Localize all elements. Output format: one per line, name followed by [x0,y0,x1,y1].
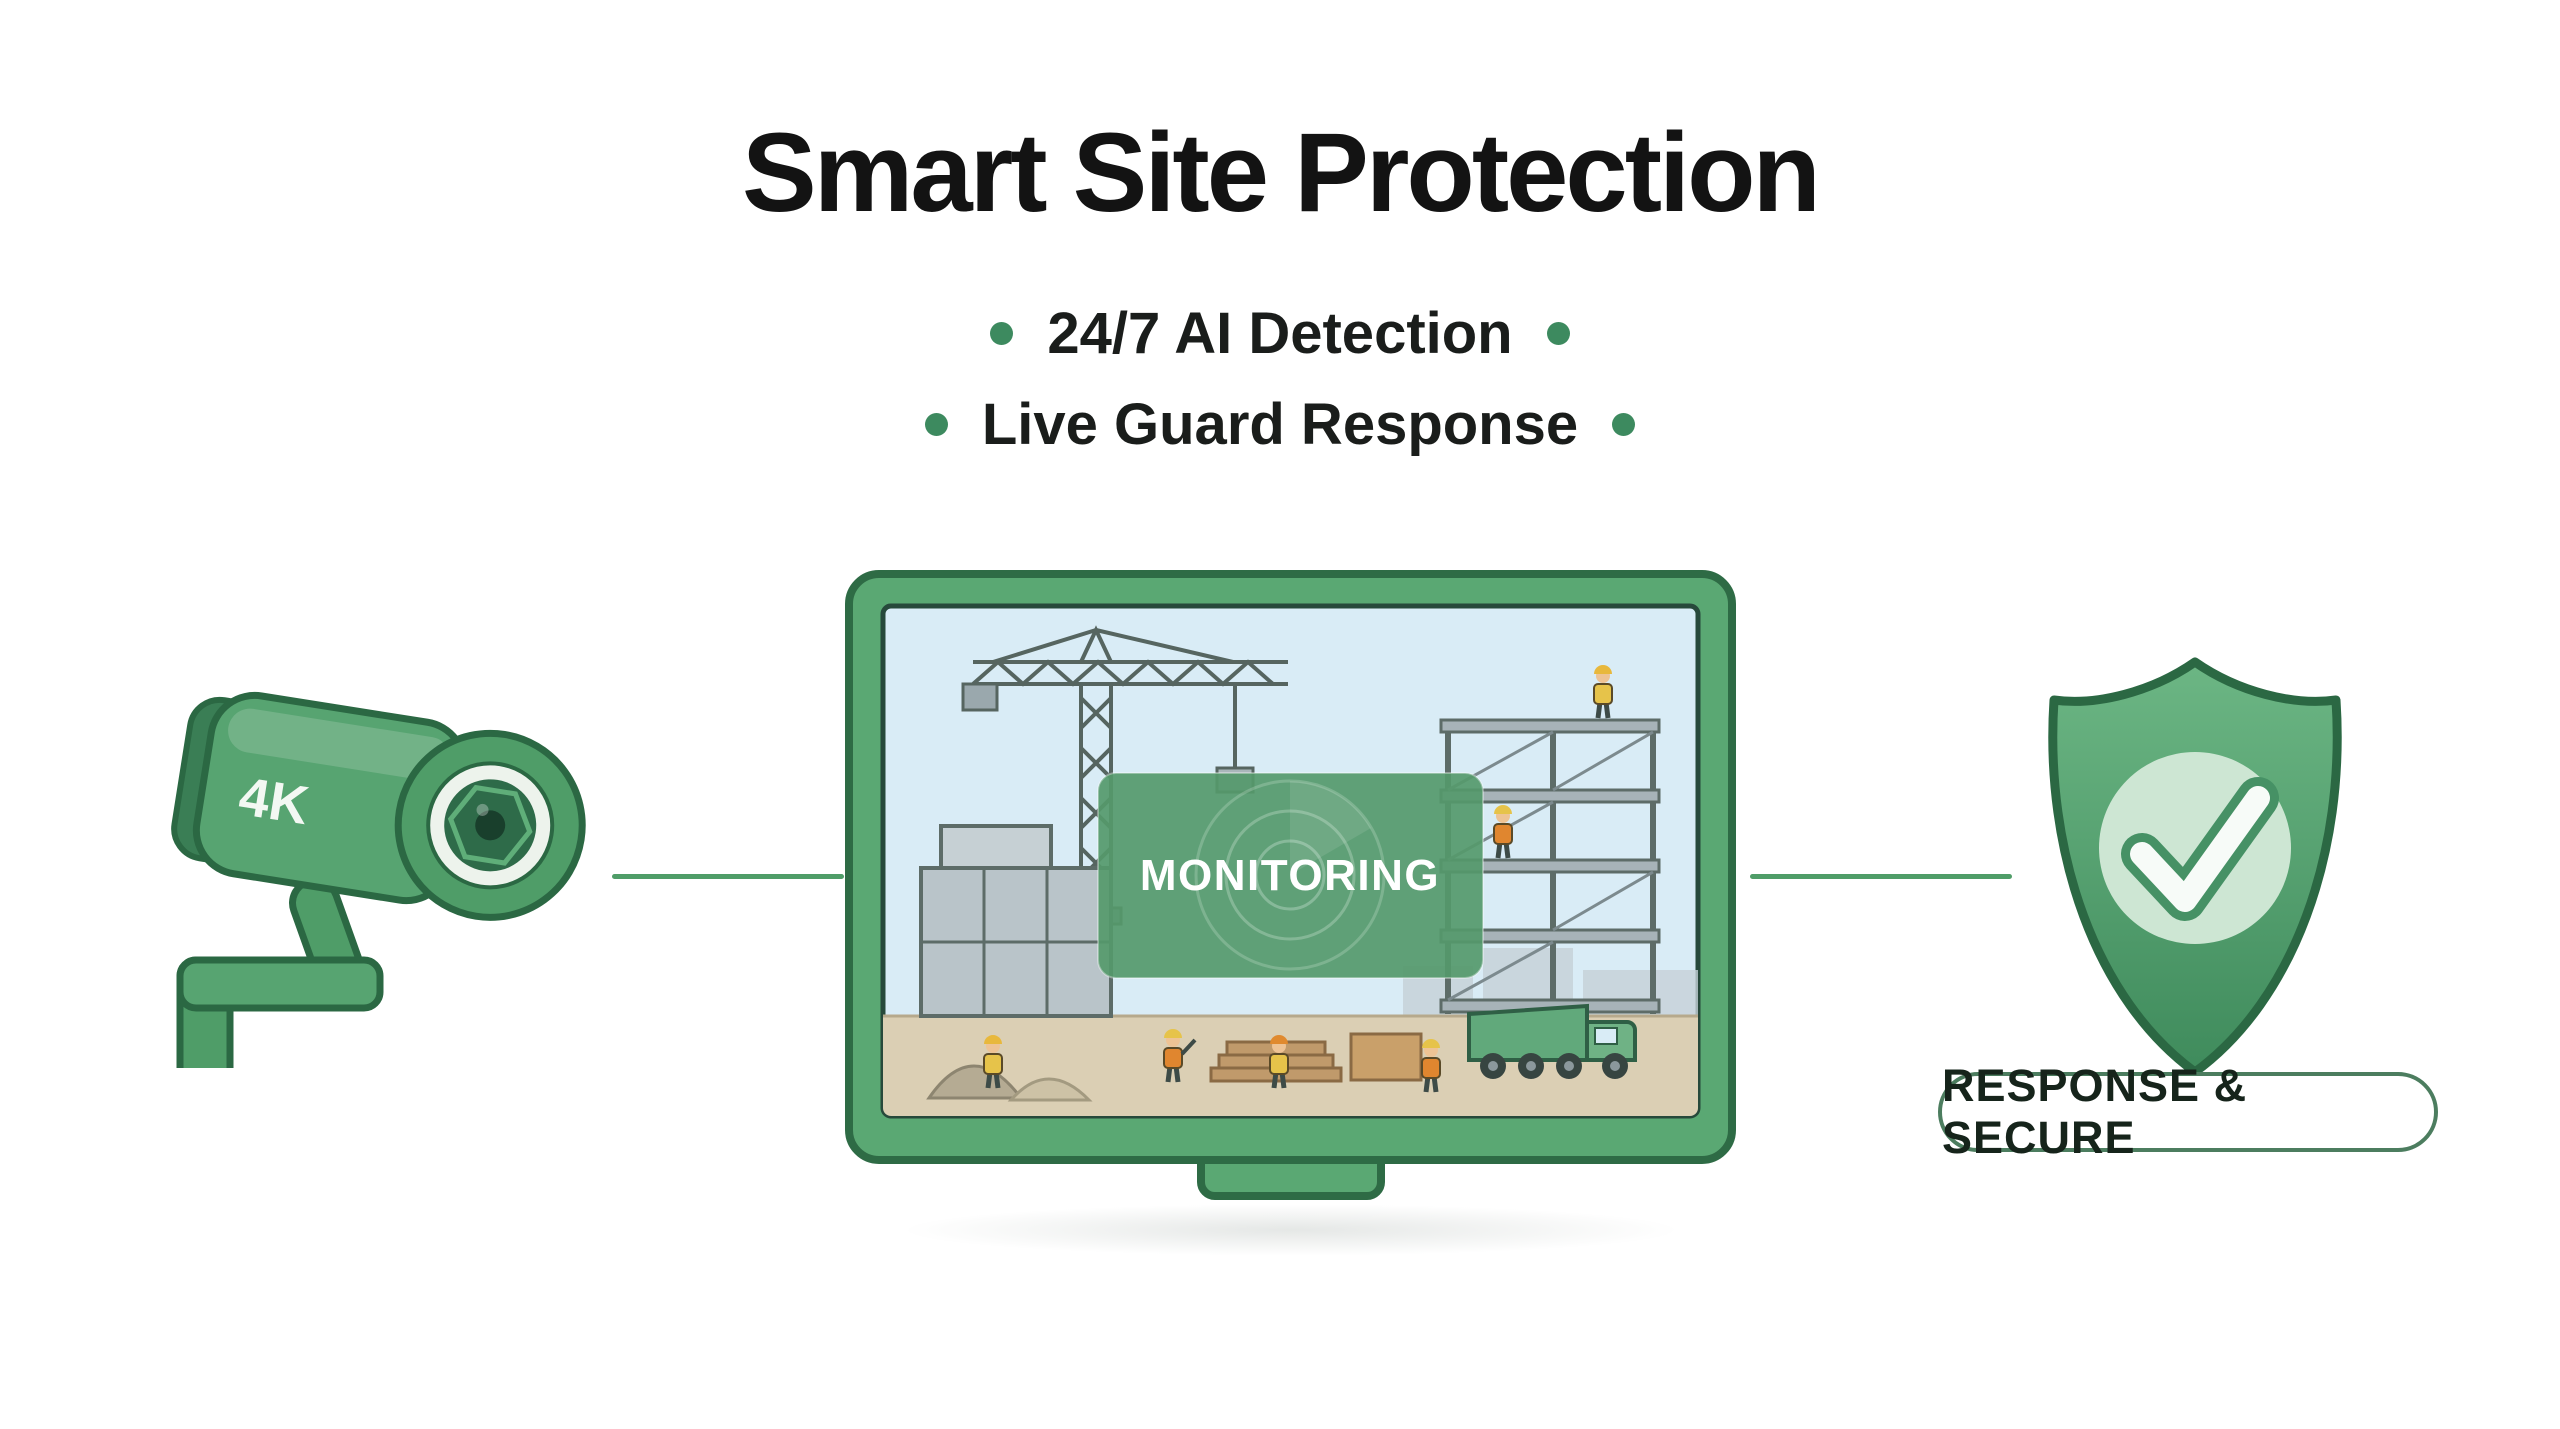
worker [1269,1035,1289,1089]
worker [1163,1029,1197,1083]
worker [983,1035,1003,1089]
monitoring-overlay: MONITORING [1097,772,1484,979]
monitor-shadow [898,1204,1684,1256]
shield-icon [2048,657,2342,1077]
page-title: Smart Site Protection [742,110,1821,235]
connector-line-left [612,874,844,879]
radar-icon [1194,779,1386,971]
check-icon [2121,777,2279,921]
camera-4k-label: 4K [235,766,313,836]
worker [1493,805,1513,859]
worker [1421,1039,1441,1093]
response-badge-label: RESPONSE & SECURE [1942,1060,2248,1163]
cctv-camera-icon: 4K [171,691,586,1068]
camera-mount [176,877,384,1068]
feature-label: Live Guard Response [981,392,1579,457]
camera-lens-icon [394,729,586,921]
truck-icon [1467,1003,1637,1079]
bullet-dot-left [924,413,948,436]
monitoring-label: MONITORING [1140,851,1440,900]
plank-stack [1209,1032,1423,1083]
feature-list: 24/7 AI Detection Live Guard Response [0,300,2560,458]
feature-label: 24/7 AI Detection [1047,301,1513,366]
response-badge: RESPONSE & SECURE [1938,1060,2438,1163]
feature-guard-response: Live Guard Response [924,391,1636,458]
bullet-dot-right [1612,413,1636,436]
feature-ai-detection: 24/7 AI Detection [990,300,1570,367]
monitor-illustration: MONITORING [845,570,1736,1200]
connector-line-right [1750,874,2012,879]
camera-body: 4K [171,691,586,921]
dirt-piles [926,1064,1093,1102]
worker [1593,665,1613,719]
bullet-dot-right [1546,322,1570,345]
scaffold-building [1439,718,1661,1014]
bullet-dot-left [990,322,1014,345]
worker-figures [983,665,1613,1093]
construction-scene: MONITORING [883,625,1698,1116]
